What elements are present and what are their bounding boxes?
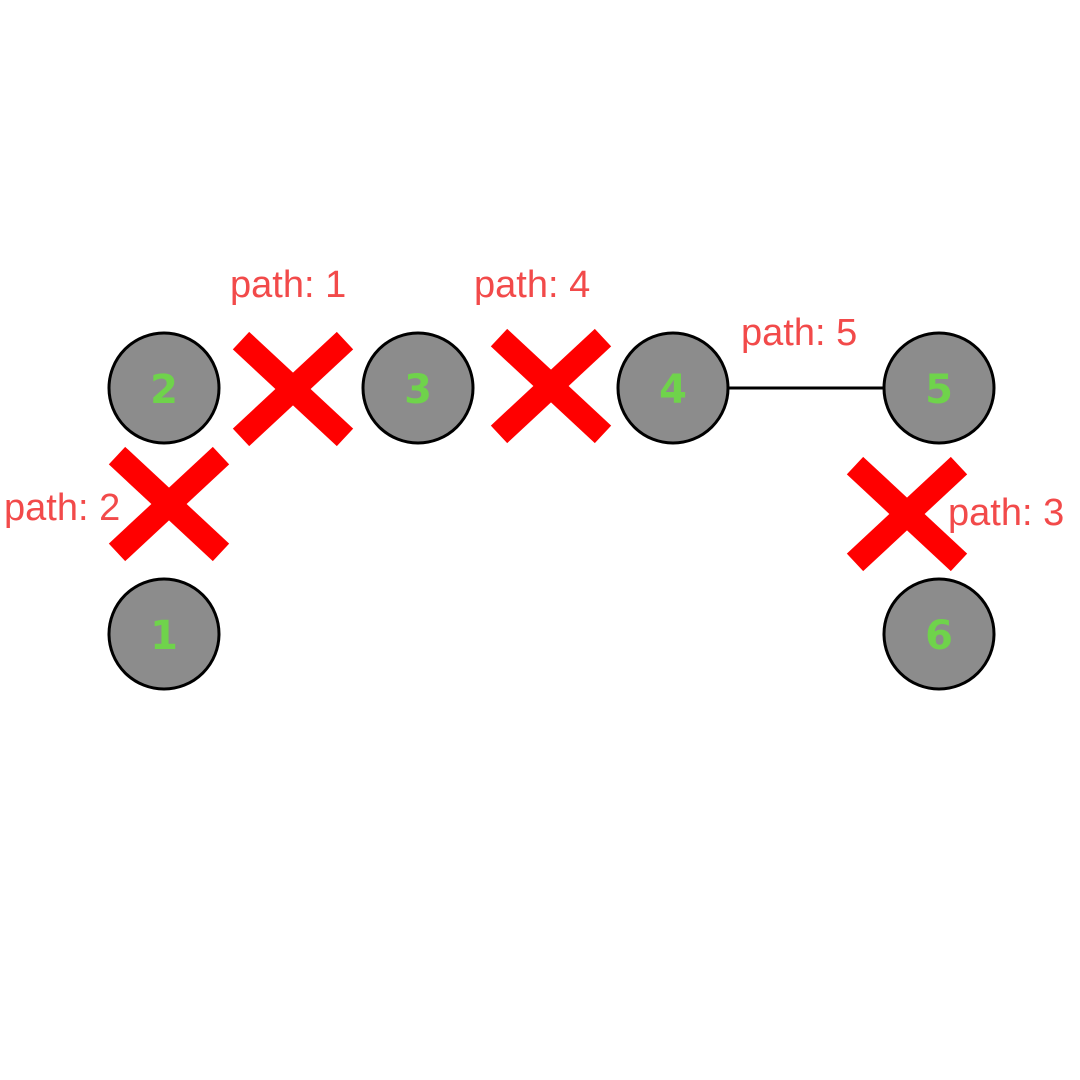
- blocked-cross-icon-5-6: [846, 456, 968, 572]
- node-circle: [616, 331, 730, 445]
- node-1: 1: [107, 577, 221, 691]
- node-label: 2: [150, 367, 178, 413]
- node-5: 5: [882, 331, 996, 445]
- node-6: 6: [882, 577, 996, 691]
- blocked-cross-icon-2-3: [232, 331, 354, 447]
- node-label: 6: [925, 613, 953, 659]
- node-label: 3: [404, 367, 432, 413]
- node-circle: [882, 331, 996, 445]
- node-2: 2: [107, 331, 221, 445]
- path-label-3-4: path: 4: [474, 264, 590, 306]
- path-label-4-5: path: 5: [741, 312, 857, 354]
- node-label: 1: [150, 613, 178, 659]
- node-circle: [107, 577, 221, 691]
- nodes-layer: 1 2 3 4 5 6: [107, 331, 996, 691]
- node-4: 4: [616, 331, 730, 445]
- node-circle: [882, 577, 996, 691]
- path-label-2-3: path: 1: [230, 264, 346, 306]
- blocked-cross-icon-1-2: [108, 446, 230, 562]
- blocked-cross-icon-3-4: [490, 328, 612, 444]
- path-label-5-6: path: 3: [948, 492, 1064, 534]
- node-label: 4: [659, 367, 687, 413]
- path-label-1-2: path: 2: [4, 487, 120, 529]
- node-label: 5: [925, 367, 953, 413]
- blocked-markers-layer: [108, 328, 968, 572]
- node-3: 3: [361, 331, 475, 445]
- path-labels-layer: path: 2 path: 1 path: 4 path: 5 path: 3: [4, 264, 1064, 534]
- node-circle: [107, 331, 221, 445]
- node-circle: [361, 331, 475, 445]
